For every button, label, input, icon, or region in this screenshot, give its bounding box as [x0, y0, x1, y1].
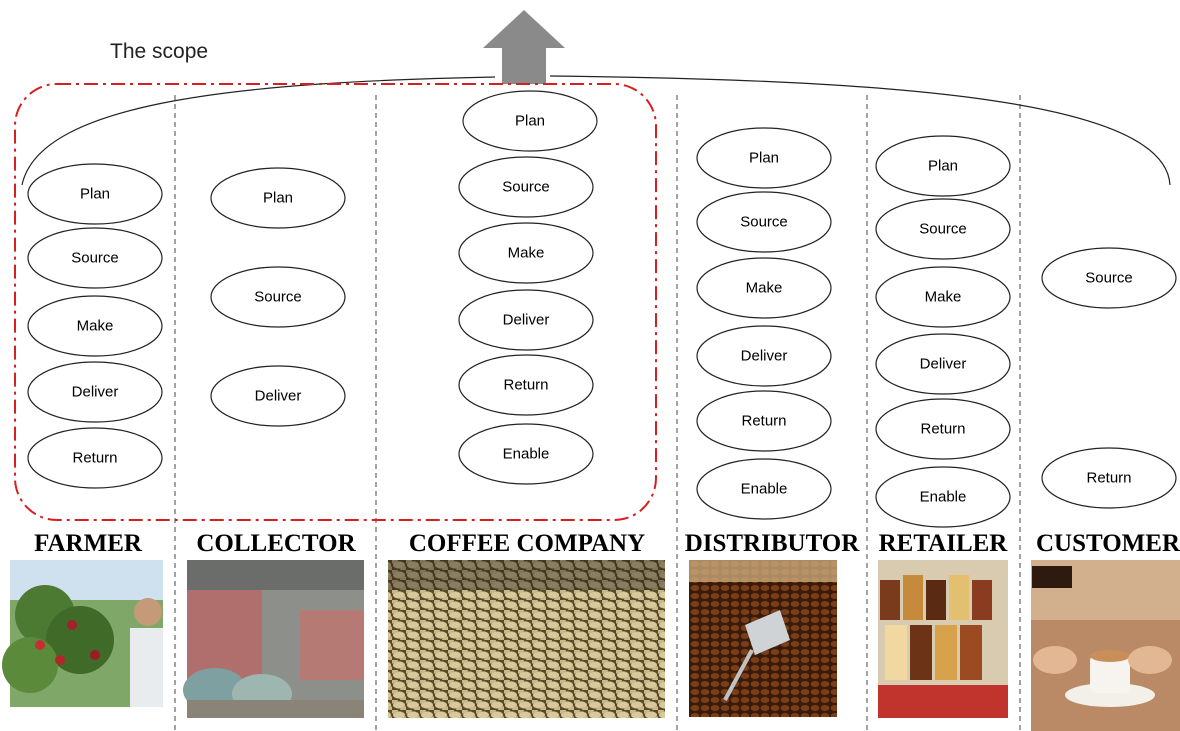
process-ellipses	[27, 90, 1177, 528]
process-ellipse-distributor-make	[696, 257, 832, 319]
process-label: Source	[919, 220, 967, 238]
process-ellipse-farmer-make	[27, 295, 163, 357]
coffee-company-photo	[388, 560, 665, 718]
process-label: Plan	[927, 157, 959, 175]
process-label: Return	[503, 376, 549, 394]
scope-arc	[21, 76, 496, 186]
scope-label: The scope	[110, 40, 209, 63]
process-ellipse-retailer-deliver	[875, 333, 1011, 395]
process-ellipse-collector-plan	[210, 167, 346, 229]
process-label: Make	[924, 288, 962, 306]
process-ellipse-customer-source	[1041, 247, 1177, 309]
process-ellipse-coffee-company-plan	[462, 90, 598, 152]
collector-photo	[183, 560, 364, 718]
process-label: Deliver	[919, 355, 967, 373]
process-ellipse-distributor-deliver	[696, 325, 832, 387]
process-ellipse-collector-source	[210, 266, 346, 328]
process-label: Deliver	[502, 311, 550, 329]
process-label: Deliver	[254, 387, 302, 405]
process-label: Make	[507, 244, 545, 262]
process-label: Plan	[748, 149, 780, 167]
process-label: Enable	[919, 488, 967, 506]
process-label: Plan	[514, 112, 546, 130]
process-ellipse-coffee-company-source	[458, 156, 594, 218]
process-ellipse-distributor-return	[696, 390, 832, 452]
process-label: Return	[741, 412, 787, 430]
retailer-photo	[878, 560, 1008, 718]
process-ellipse-farmer-deliver	[27, 361, 163, 423]
distributor-photo	[689, 560, 837, 717]
actor-title-coffee-company: COFFEE COMPANY	[408, 530, 646, 557]
actor-title-farmer: FARMER	[34, 530, 142, 557]
process-ellipse-coffee-company-enable	[458, 423, 594, 485]
actor-title-customer: CUSTOMER	[1035, 530, 1180, 557]
process-label: Deliver	[71, 383, 119, 401]
up-arrow-icon	[483, 10, 565, 84]
process-ellipse-retailer-source	[875, 198, 1011, 260]
process-ellipse-retailer-make	[875, 266, 1011, 328]
column-dividers	[174, 95, 1021, 731]
process-ellipse-farmer-return	[27, 427, 163, 489]
process-label: Deliver	[740, 347, 788, 365]
scope-arc-right	[549, 75, 1171, 186]
actor-title-distributor: DISTRIBUTOR	[684, 530, 860, 557]
process-ellipse-coffee-company-return	[458, 354, 594, 416]
scope-boundary	[14, 83, 657, 521]
process-label: Source	[1085, 269, 1133, 287]
process-ellipse-collector-deliver	[210, 365, 346, 427]
process-ellipse-distributor-enable	[696, 458, 832, 520]
process-label: Return	[72, 449, 118, 467]
process-label: Source	[502, 178, 550, 196]
process-label: Plan	[79, 185, 111, 203]
process-label: Source	[71, 249, 119, 267]
customer-photo	[1031, 560, 1180, 731]
process-ellipse-retailer-enable	[875, 466, 1011, 528]
process-label: Return	[920, 420, 966, 438]
process-label: Source	[254, 288, 302, 306]
process-label: Enable	[502, 445, 550, 463]
process-ellipse-retailer-plan	[875, 135, 1011, 197]
farmer-photo	[2, 560, 163, 707]
process-label: Source	[740, 213, 788, 231]
process-ellipse-farmer-source	[27, 227, 163, 289]
process-label: Make	[76, 317, 114, 335]
process-label: Plan	[262, 189, 294, 207]
process-ellipse-farmer-plan	[27, 163, 163, 225]
process-ellipse-customer-return	[1041, 447, 1177, 509]
process-ellipse-retailer-return	[875, 398, 1011, 460]
process-ellipse-distributor-source	[696, 191, 832, 253]
process-ellipse-coffee-company-make	[458, 222, 594, 284]
process-label: Return	[1086, 469, 1132, 487]
process-label: Make	[745, 279, 783, 297]
process-ellipse-coffee-company-deliver	[458, 289, 594, 351]
actor-title-retailer: RETAILER	[878, 530, 1008, 557]
process-ellipse-distributor-plan	[696, 127, 832, 189]
actor-title-collector: COLLECTOR	[196, 530, 356, 557]
process-label: Enable	[740, 480, 788, 498]
